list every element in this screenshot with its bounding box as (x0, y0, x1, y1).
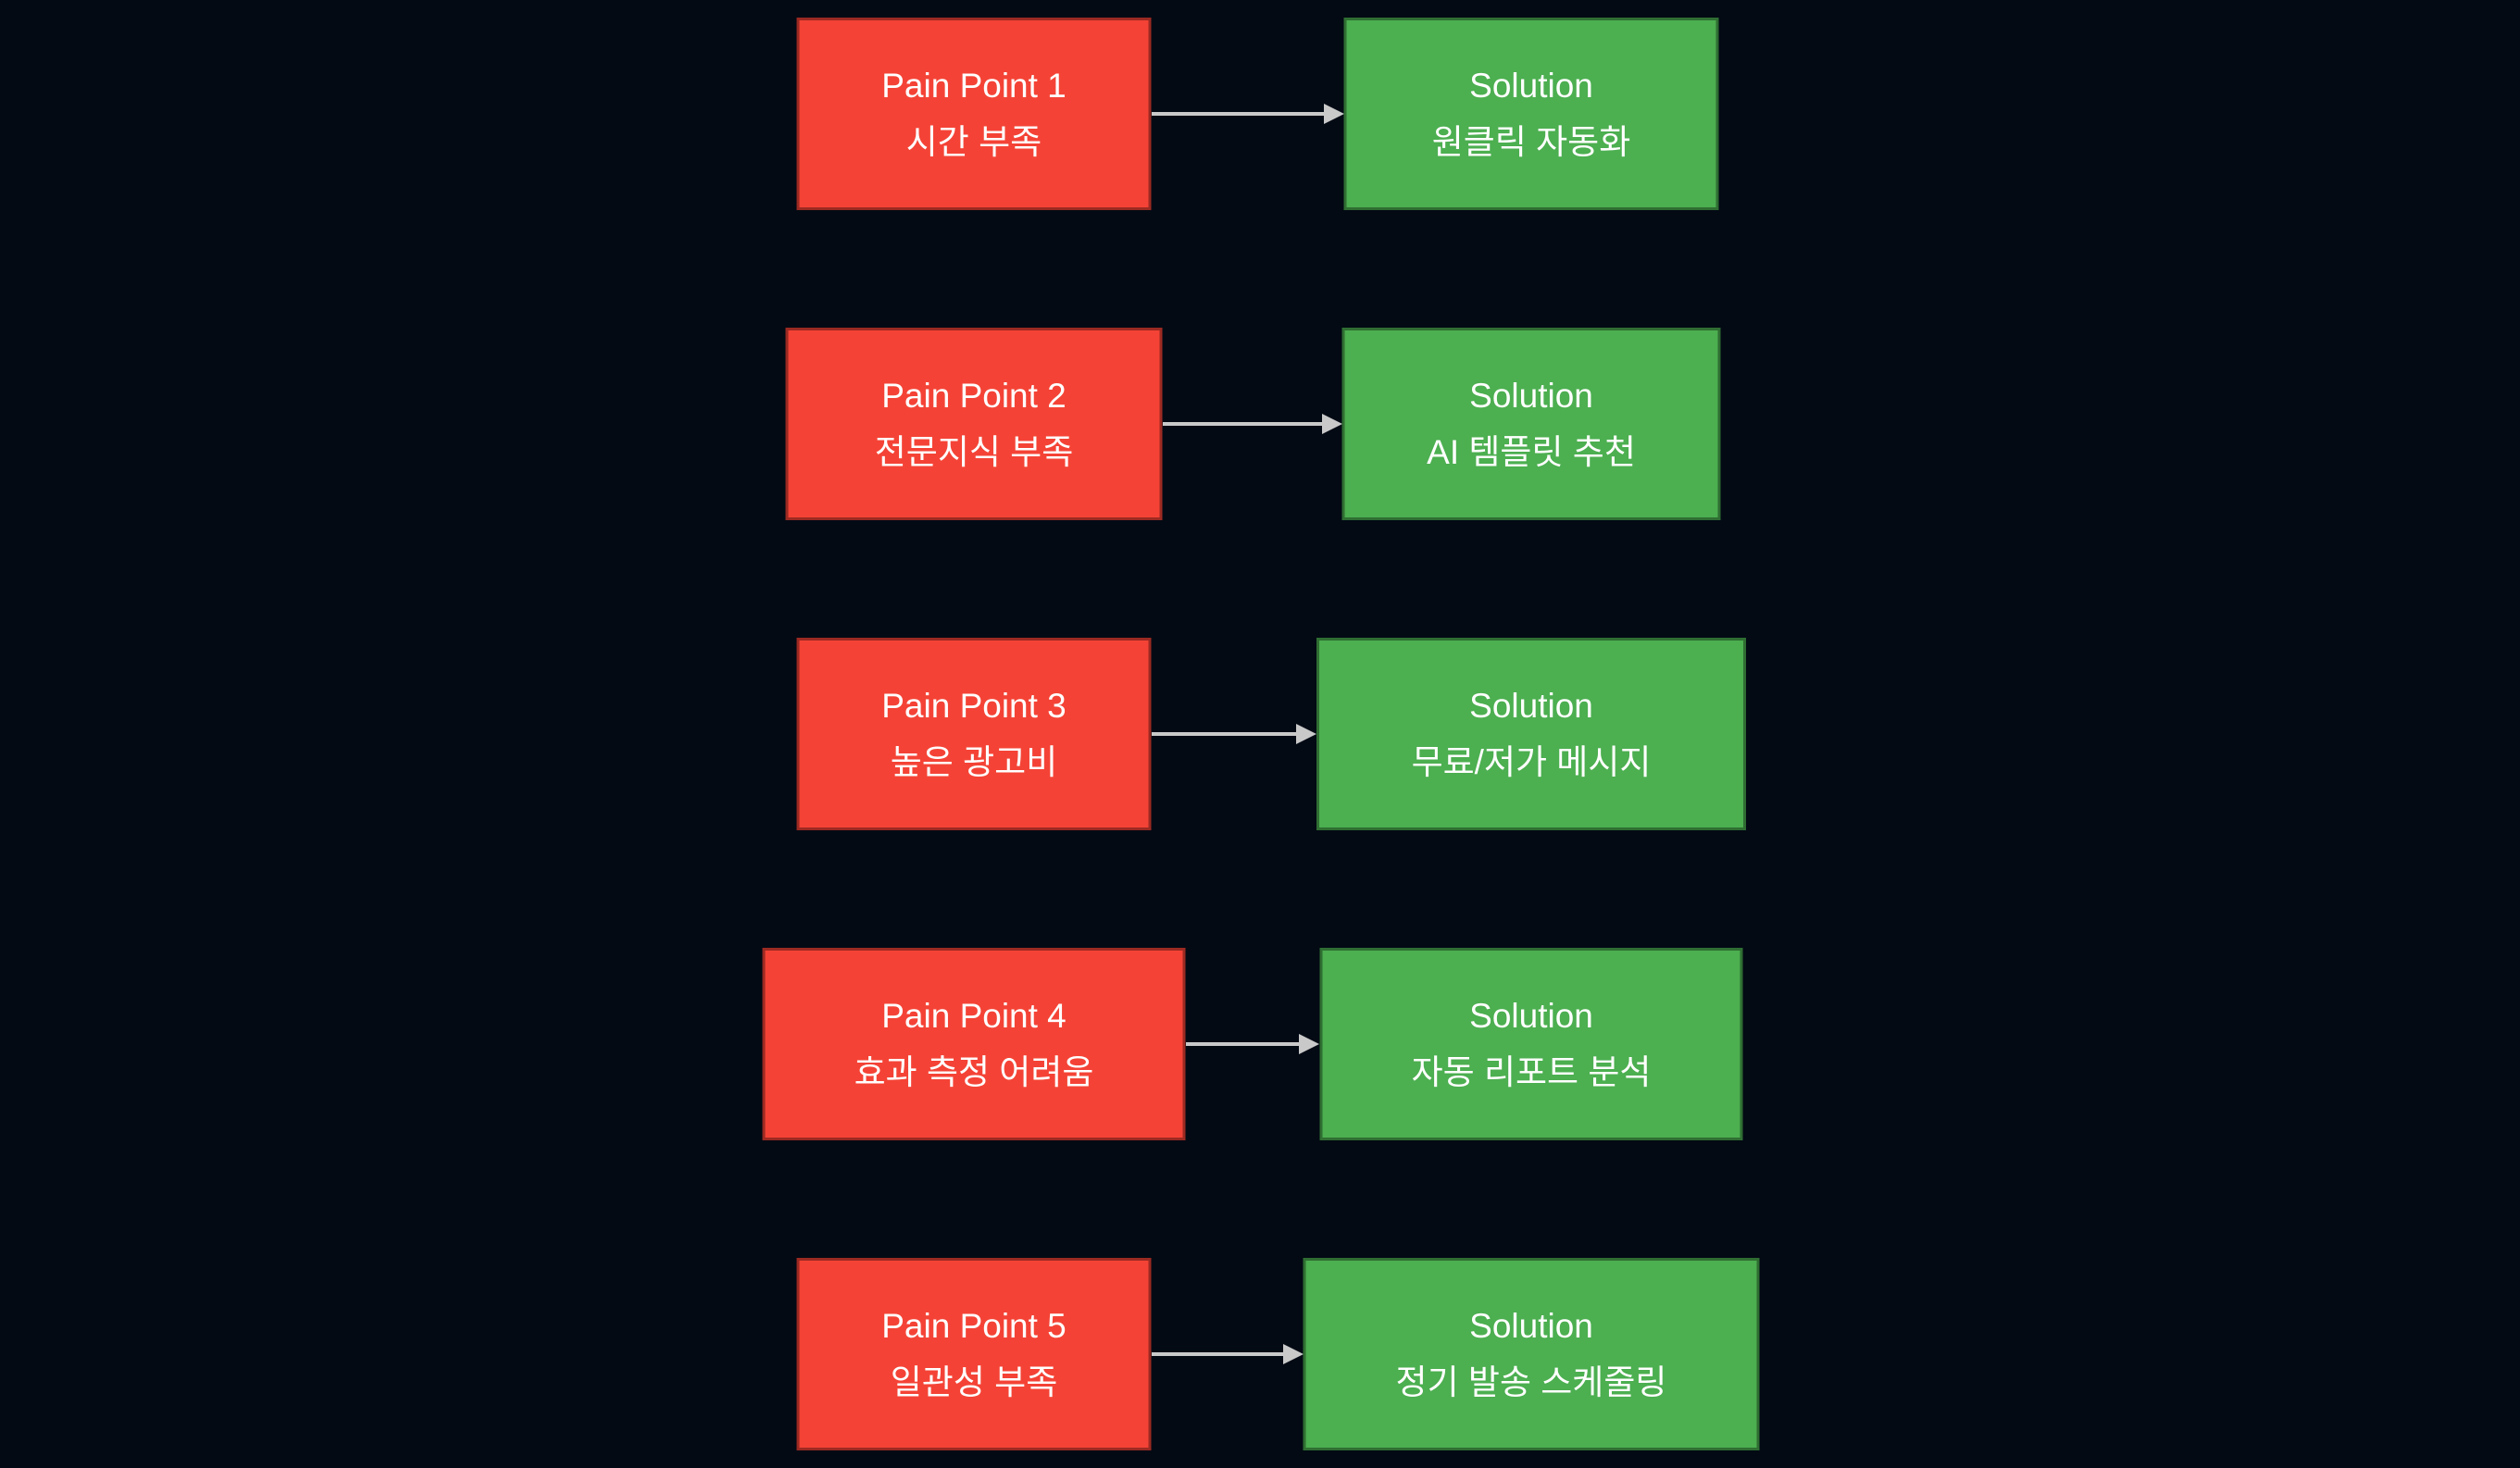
node-title: Pain Point 1 (881, 67, 1067, 105)
arrow-head-icon (1324, 104, 1344, 124)
node-label: 높은 광고비 (890, 743, 1058, 781)
pain-point-node-1: Pain Point 1 시간 부족 (796, 18, 1152, 210)
flow-row-3: Pain Point 3 높은 광고비 Solution 무료/저가 메시지 (0, 638, 2520, 830)
solution-node-2: Solution AI 템플릿 추천 (1341, 328, 1721, 520)
node-title: Pain Point 4 (881, 997, 1067, 1035)
node-label: AI 템플릿 추천 (1427, 433, 1636, 471)
node-label: 전문지식 부족 (874, 433, 1074, 471)
node-title: Solution (1469, 1307, 1593, 1345)
node-title: Pain Point 3 (881, 687, 1067, 725)
flow-row-2: Pain Point 2 전문지식 부족 Solution AI 템플릿 추천 (0, 328, 2520, 520)
arrow-line (1152, 732, 1298, 736)
solution-node-5: Solution 정기 발송 스케줄링 (1303, 1258, 1760, 1450)
node-title: Solution (1469, 997, 1593, 1035)
solution-node-1: Solution 원클릭 자동화 (1343, 18, 1719, 210)
node-label: 효과 측정 어려움 (854, 1053, 1094, 1091)
node-label: 무료/저가 메시지 (1411, 743, 1652, 781)
flow-row-4: Pain Point 4 효과 측정 어려움 Solution 자동 리포트 분… (0, 948, 2520, 1140)
pain-point-node-5: Pain Point 5 일관성 부족 (796, 1258, 1152, 1450)
node-title: Solution (1469, 687, 1593, 725)
node-title: Pain Point 2 (881, 377, 1067, 415)
node-title: Pain Point 5 (881, 1307, 1067, 1345)
solution-node-4: Solution 자동 리포트 분석 (1319, 948, 1743, 1140)
node-label: 일관성 부족 (890, 1363, 1058, 1401)
arrow-head-icon (1322, 414, 1342, 434)
arrow-head-icon (1283, 1344, 1304, 1364)
flow-row-5: Pain Point 5 일관성 부족 Solution 정기 발송 스케줄링 (0, 1258, 2520, 1450)
node-label: 원클릭 자동화 (1431, 123, 1631, 161)
arrow-line (1152, 112, 1326, 116)
pain-point-node-2: Pain Point 2 전문지식 부족 (785, 328, 1163, 520)
pain-point-node-3: Pain Point 3 높은 광고비 (796, 638, 1152, 830)
node-label: 정기 발송 스케줄링 (1395, 1363, 1667, 1401)
flow-row-1: Pain Point 1 시간 부족 Solution 원클릭 자동화 (0, 18, 2520, 210)
node-label: 자동 리포트 분석 (1411, 1053, 1652, 1091)
node-title: Solution (1469, 377, 1593, 415)
arrow-line (1186, 1042, 1301, 1046)
pain-point-node-4: Pain Point 4 효과 측정 어려움 (762, 948, 1186, 1140)
arrow-line (1152, 1352, 1285, 1356)
arrow-line (1163, 422, 1324, 426)
arrow-head-icon (1296, 724, 1316, 744)
solution-node-3: Solution 무료/저가 메시지 (1316, 638, 1746, 830)
arrow-head-icon (1299, 1034, 1319, 1054)
node-title: Solution (1469, 67, 1593, 105)
node-label: 시간 부족 (905, 123, 1042, 161)
